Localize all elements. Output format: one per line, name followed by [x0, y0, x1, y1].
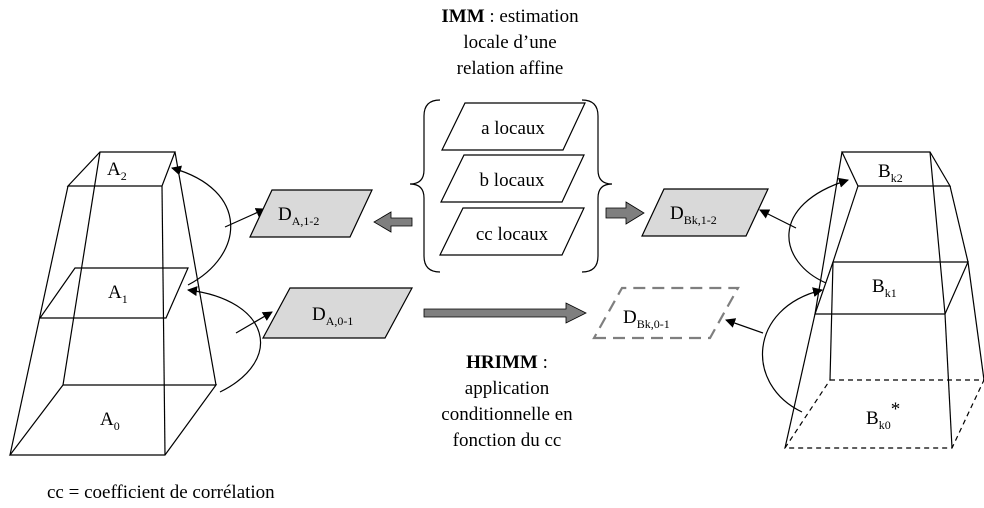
- gray-arrow-right: [605, 201, 645, 225]
- gray-arrow-long: [423, 302, 587, 324]
- imm-caption-line3: relation affine: [457, 58, 564, 79]
- curve-arrow-bk1-bk2: [788, 177, 849, 284]
- d-box-bk12: DBk,1-2: [641, 188, 769, 237]
- d-box-bk01: DBk,0-1: [592, 286, 740, 340]
- arrow-to-d-a12: [224, 208, 266, 228]
- label-bk2: Bk2: [878, 161, 903, 185]
- pyramid-b: [784, 151, 984, 449]
- pyramid-b-level0: [783, 379, 984, 449]
- d-box-a12-label: DA,1-2: [278, 204, 319, 228]
- arrow-to-d-bk01: [725, 318, 764, 334]
- hrimm-caption-line1: HRIMM :: [466, 352, 548, 373]
- param-label-b: b locaux: [480, 170, 545, 191]
- d-box-a12: DA,1-2: [249, 189, 373, 238]
- label-bk1: Bk1: [872, 276, 897, 300]
- param-label-cc: cc locaux: [476, 224, 549, 245]
- pyramid-a-level1: [38, 267, 189, 319]
- param-box-cc: cc locaux: [439, 207, 585, 256]
- imm-caption-line2: locale d’une: [463, 32, 556, 53]
- left-brace: [409, 99, 441, 273]
- hrimm-caption-line2: application: [465, 378, 550, 399]
- d-box-a01-label: DA,0-1: [312, 304, 353, 328]
- d-box-bk12-label: DBk,1-2: [670, 203, 717, 227]
- curve-arrow-bk0-bk1: [761, 287, 823, 413]
- d-box-bk01-label: DBk,0-1: [623, 307, 670, 331]
- hrimm-caption-line4: fonction du cc: [453, 430, 562, 451]
- d-box-a01: DA,0-1: [261, 287, 414, 339]
- hrimm-caption-line3: conditionnelle en: [441, 404, 573, 425]
- param-box-b: b locaux: [440, 154, 585, 203]
- gray-arrow-left: [373, 211, 413, 233]
- label-a1: A1: [108, 282, 128, 306]
- label-a0: A0: [100, 409, 120, 433]
- footnote: cc = coefficient de corrélation: [47, 482, 275, 503]
- param-label-a: a locaux: [481, 118, 545, 139]
- curve-arrow-a1-a2: [171, 165, 232, 286]
- right-brace: [581, 99, 613, 273]
- label-bk0: Bk0*: [866, 399, 900, 432]
- pyramid-a: [8, 151, 218, 456]
- arrow-to-d-a01: [235, 311, 273, 334]
- arrow-to-d-bk12: [759, 209, 797, 229]
- curve-arrow-a0-a1: [187, 286, 262, 393]
- label-a2: A2: [107, 159, 127, 183]
- param-box-a: a locaux: [441, 102, 586, 151]
- imm-caption-line1: IMM : estimation: [441, 6, 579, 27]
